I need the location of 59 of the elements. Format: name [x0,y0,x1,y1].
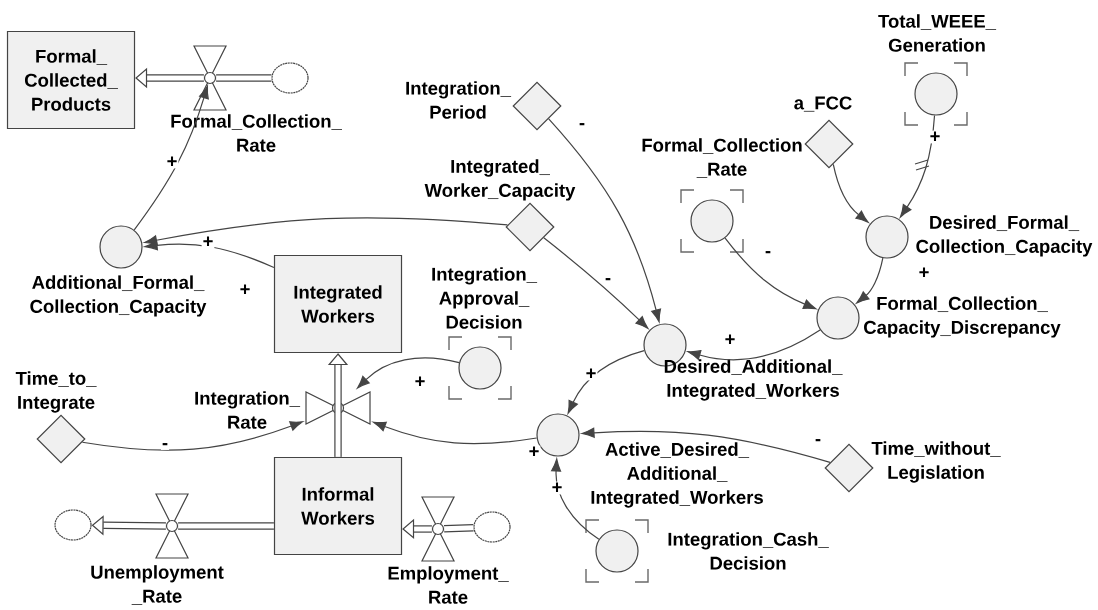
variable-name: Employment_ Rate [388,566,509,604]
link-arrow [144,217,509,246]
link-arrow [543,237,649,329]
link-arrow [372,421,538,445]
polarity-sign: + [917,266,931,280]
link-arrow [144,240,275,269]
link-arrow [356,357,460,389]
flow-pipe [178,522,274,530]
polarity-sign: + [723,333,737,347]
polarity-sign: + [238,283,252,297]
link-arrow [567,350,645,414]
link-arrow [899,114,936,218]
link-arrow [724,237,817,310]
polarity-sign: + [201,235,215,249]
link-arrow [687,329,821,361]
cloud-symbol [473,511,511,543]
polarity-sign: - [763,250,773,258]
variable-name: Integrated_ Worker_Capacity [424,159,576,201]
variable-name: Integration_ Rate [195,391,301,429]
polarity-sign: - [603,277,613,285]
variable-name: Desired_Additional_ Integrated_Workers [664,359,843,401]
flow-pipe [334,408,342,457]
variable-name: Integration_Cash_ Decision [668,532,829,570]
link-arrow [551,458,600,540]
variable-name: Formal_Collection _Rate [642,138,802,178]
variable-name: Formal_Collection_ Rate [171,114,342,152]
polarity-sign: + [165,155,179,169]
variable-name: Time_without_ Legislation [871,441,1001,483]
link-arrow [81,421,304,451]
link-arrow [856,257,884,304]
polarity-sign: + [550,481,564,495]
stock-box: Informal Workers [273,456,403,556]
polarity-sign: + [584,367,598,381]
variable-name: a_FCC [794,96,852,112]
polarity-sign: + [928,130,942,144]
cloud-symbol [54,509,92,541]
flow-pipe [91,515,166,536]
link-arrow [581,427,831,463]
variable-name: Integration_ Approval_ Decision [432,267,538,329]
variable-name: Integration_ Period [406,81,512,119]
polarity-sign: - [160,442,170,450]
link-arrow [548,118,662,323]
stock-box: Integrated Workers [273,254,403,354]
variable-name: Time_to_ Integrate [15,371,97,413]
polarity-sign: + [413,375,427,389]
stock-box: Formal_ Collected_ Products [6,30,136,130]
link-arrow [133,85,209,231]
variable-name: Additional_Formal_ Collection_Capacity [30,275,207,317]
link-arrow [832,163,869,223]
polarity-sign: + [527,445,541,459]
variable-name: Total_WEEE_ Generation [878,14,997,52]
polarity-sign: - [813,438,823,446]
variable-name: Desired_Formal_ Collection_Capacity [916,215,1093,257]
variable-name: Unemployment _Rate [91,565,224,605]
variable-name: Active_Desired_ Additional_ Integrated_Workers [591,442,763,508]
cloud-symbol [271,62,309,94]
polarity-sign: - [577,122,587,130]
variable-name: Formal_Collection_ Capacity_Discrepancy [864,296,1061,338]
flow-pipe [216,74,272,82]
